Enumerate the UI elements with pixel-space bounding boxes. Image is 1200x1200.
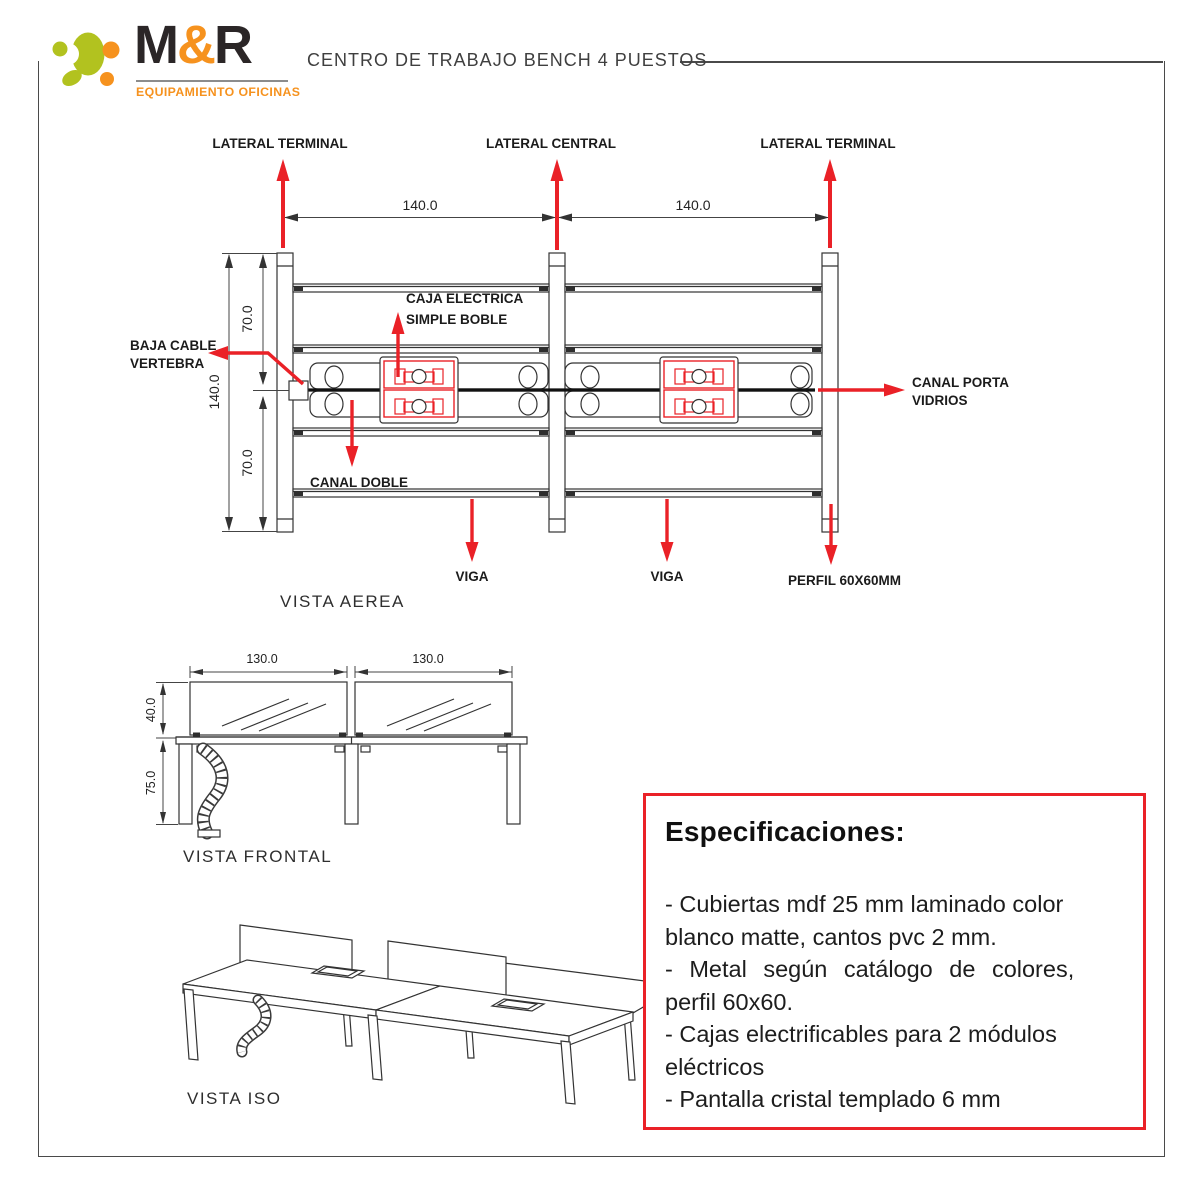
- front-dim-width: 130.0 130.0: [189, 652, 513, 678]
- front-view-title: VISTA FRONTAL: [183, 847, 332, 866]
- iso-grommets: [310, 965, 546, 1012]
- arrow-up-lateral-terminal-left: [276, 159, 290, 181]
- iso-view-drawing: VISTA ISO: [182, 924, 646, 1108]
- logo-m: M: [134, 15, 179, 75]
- label-viga-left: VIGA: [455, 569, 488, 584]
- front-leg-right: [506, 743, 521, 825]
- arrow-up-caja-electrica: [391, 312, 405, 334]
- front-dim-heights: 40.0 75.0: [144, 682, 188, 825]
- arrow-up-lateral-terminal-right: [823, 159, 837, 181]
- front-view-drawing: 130.0 130.0 40.0 75.0: [144, 652, 528, 866]
- front-desk: [175, 732, 528, 825]
- iso-desktops: [182, 959, 634, 1046]
- label-canal-porta-line2: VIDRIOS: [912, 393, 968, 408]
- spec-line: - Metal según catálogo de colores,: [665, 956, 1075, 982]
- arrow-up-lateral-central: [550, 159, 564, 181]
- mr-logo-icon: [52, 32, 120, 87]
- label-lateral-central: LATERAL CENTRAL: [486, 136, 616, 151]
- label-lateral-terminal-right: LATERAL TERMINAL: [760, 136, 895, 151]
- iso-cable-spine: [236, 994, 272, 1058]
- spec-line: eléctricos: [665, 1053, 765, 1080]
- plan-view-title: VISTA AEREA: [280, 592, 405, 611]
- plan-dim-depth-top: 70.0: [239, 305, 255, 332]
- front-leg-center: [344, 743, 359, 825]
- logo-ampersand: &: [176, 15, 216, 75]
- plan-callout-arrows: [208, 159, 905, 565]
- page-title: CENTRO DE TRABAJO BENCH 4 PUESTOS: [307, 50, 708, 70]
- front-cable-spine: [196, 742, 229, 840]
- plan-dim-depth: 140.0 70.0 70.0: [206, 253, 289, 532]
- plan-dim-depth-bottom: 70.0: [239, 449, 255, 476]
- arrow-right-canal-porta: [884, 383, 905, 397]
- front-dim-leg-h: 75.0: [144, 771, 158, 795]
- label-caja-electrica-line1: CAJA ELECTRICA: [406, 291, 524, 306]
- plan-beams: [292, 283, 823, 498]
- label-baja-cable-line2: VERTEBRA: [130, 356, 205, 371]
- label-lateral-terminal-left: LATERAL TERMINAL: [212, 136, 347, 151]
- spec-line: - Pantalla cristal templado 6 mm: [665, 1086, 1001, 1112]
- label-perfil: PERFIL 60X60MM: [788, 573, 901, 588]
- plan-view-drawing: 140.0 140.0 140.0 70.0 70.0: [130, 136, 1009, 611]
- arrow-down-viga-left: [465, 542, 479, 562]
- plan-dim-depth-total: 140.0: [206, 374, 222, 409]
- plan-electrical-box-right: [659, 356, 739, 424]
- front-glass-screens: [189, 681, 513, 736]
- plan-dim-width-right: 140.0: [675, 197, 710, 213]
- label-canal-doble: CANAL DOBLE: [310, 475, 408, 490]
- plan-lateral-posts: [276, 252, 839, 533]
- plan-dim-width-left: 140.0: [402, 197, 437, 213]
- arrow-down-perfil: [824, 545, 838, 565]
- iso-front-legs: [183, 988, 576, 1105]
- iso-view-title: VISTA ISO: [187, 1089, 281, 1108]
- plan-cable-outlet: [288, 380, 309, 401]
- logo-underline: [136, 80, 288, 82]
- spec-line: blanco matte, cantos pvc 2 mm.: [665, 923, 997, 950]
- front-dim-w-right: 130.0: [412, 652, 443, 666]
- label-viga-right: VIGA: [650, 569, 683, 584]
- logo-tagline: EQUIPAMIENTO OFICINAS: [136, 85, 301, 99]
- front-dim-screen-h: 40.0: [144, 698, 158, 722]
- label-caja-electrica-line2: SIMPLE BOBLE: [406, 312, 507, 327]
- arrow-down-viga-right: [660, 542, 674, 562]
- spec-line: - Cubiertas mdf 25 mm laminado color: [665, 891, 1064, 917]
- label-baja-cable-line1: BAJA CABLE: [130, 338, 217, 353]
- page-frame-top-line: [680, 61, 1163, 63]
- page-frame: [38, 61, 1165, 1157]
- front-dim-w-left: 130.0: [246, 652, 277, 666]
- logo-wordmark: M&R: [134, 15, 253, 75]
- spec-line: perfil 60x60.: [665, 988, 794, 1015]
- specifications-box: Especificaciones: - Cubiertas mdf 25 mm …: [643, 793, 1146, 1130]
- logo-r: R: [213, 15, 253, 75]
- plan-electrical-box-left: [379, 356, 459, 424]
- spec-line: - Cajas electrificables para 2 módulos: [665, 1021, 1057, 1047]
- label-canal-porta-line1: CANAL PORTA: [912, 375, 1009, 390]
- arrow-left-baja-cable: [208, 346, 228, 360]
- arrow-down-canal-doble: [345, 446, 359, 467]
- specifications-title: Especificaciones:: [665, 816, 905, 847]
- front-leg-left: [178, 743, 193, 825]
